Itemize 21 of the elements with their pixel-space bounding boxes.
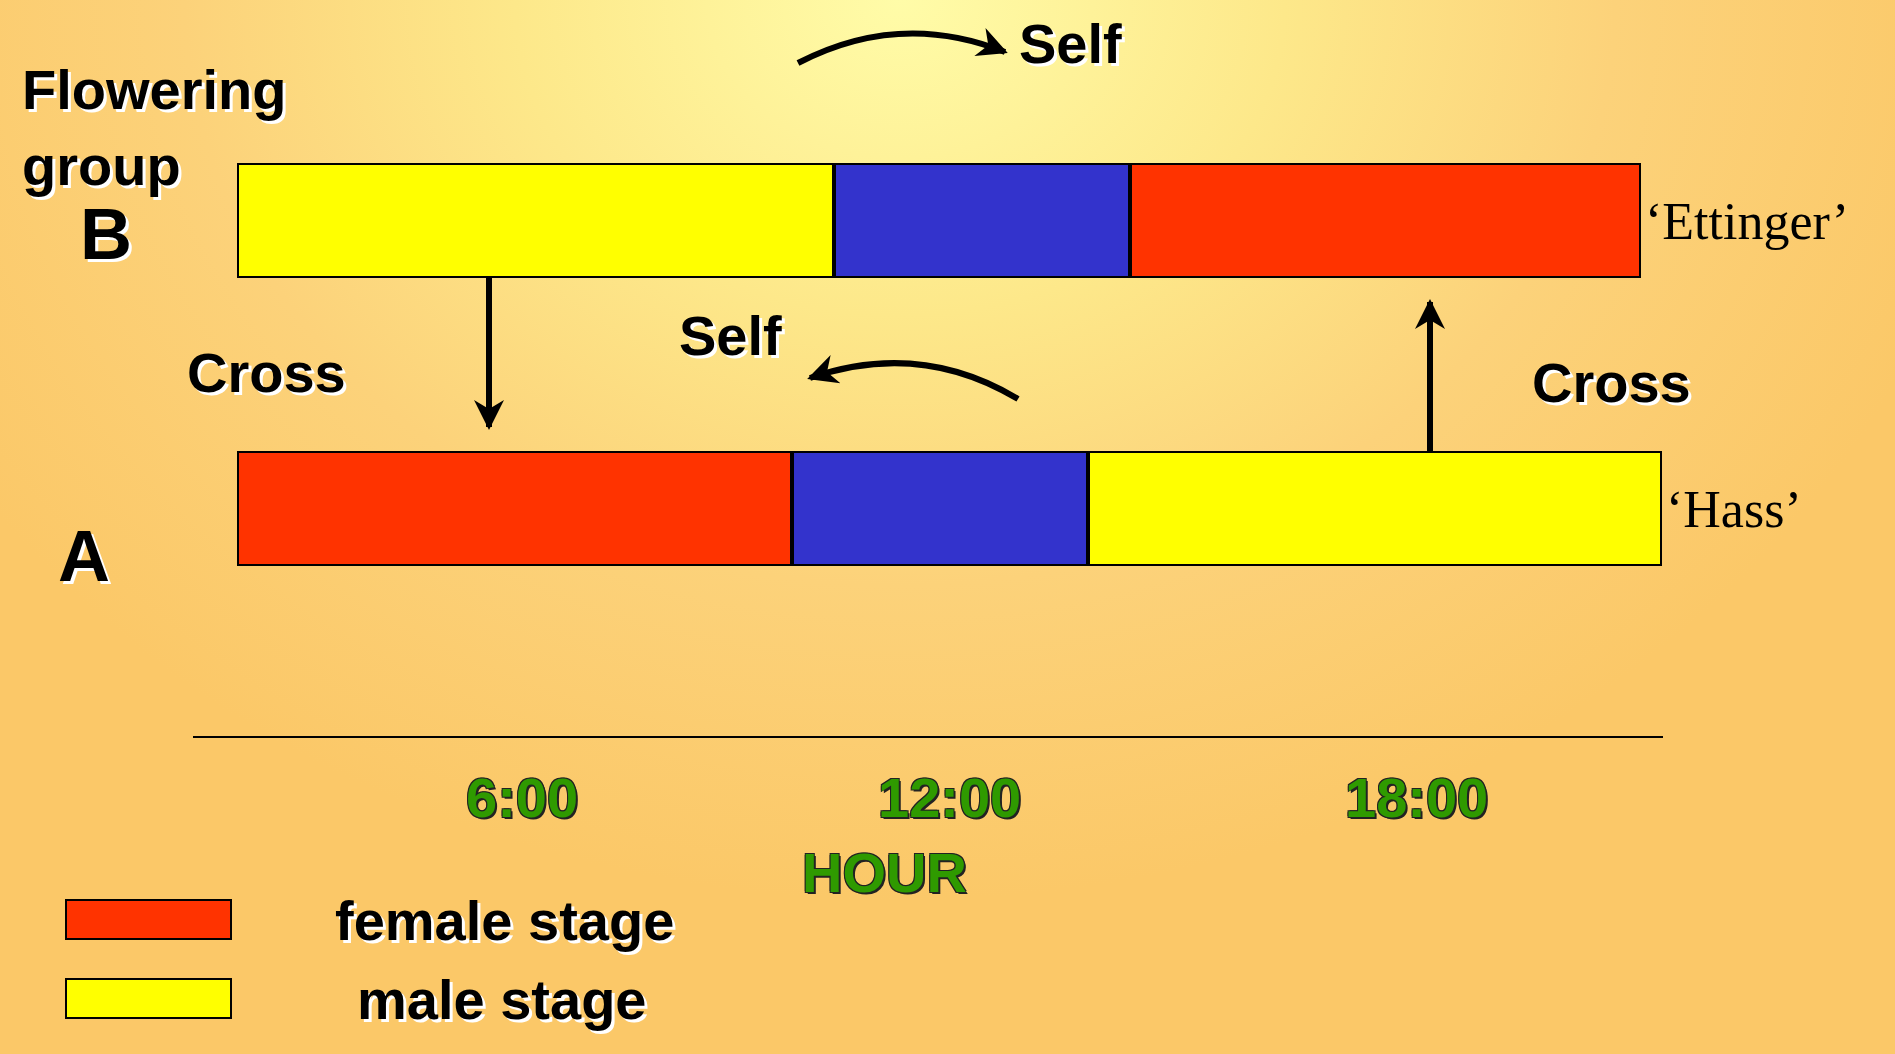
stage-bar — [792, 451, 1088, 566]
edge-label: Cross — [187, 345, 346, 401]
cultivar-name: ‘Ettinger’ — [1645, 196, 1850, 248]
stage-bar — [1130, 163, 1641, 278]
tick-label: 12:00 — [878, 770, 1022, 826]
tick-label: 18:00 — [1345, 770, 1489, 826]
stage-bar — [237, 451, 792, 566]
group-letter: B — [80, 198, 132, 270]
edge-label: Cross — [1532, 355, 1691, 411]
tick-label: 6:00 — [466, 770, 579, 826]
self-label: Self — [1019, 16, 1122, 72]
axis-title: HOUR — [802, 845, 967, 901]
stage-bar — [834, 163, 1130, 278]
cultivar-name: ‘Hass’ — [1666, 484, 1802, 536]
group-letter: A — [58, 520, 110, 592]
arrow — [474, 278, 504, 430]
group-heading: Flowering group — [22, 57, 288, 199]
self-label: Self — [679, 308, 782, 364]
stage-bar — [237, 163, 834, 278]
stage-bar — [1088, 451, 1662, 566]
arrow — [1415, 299, 1445, 451]
